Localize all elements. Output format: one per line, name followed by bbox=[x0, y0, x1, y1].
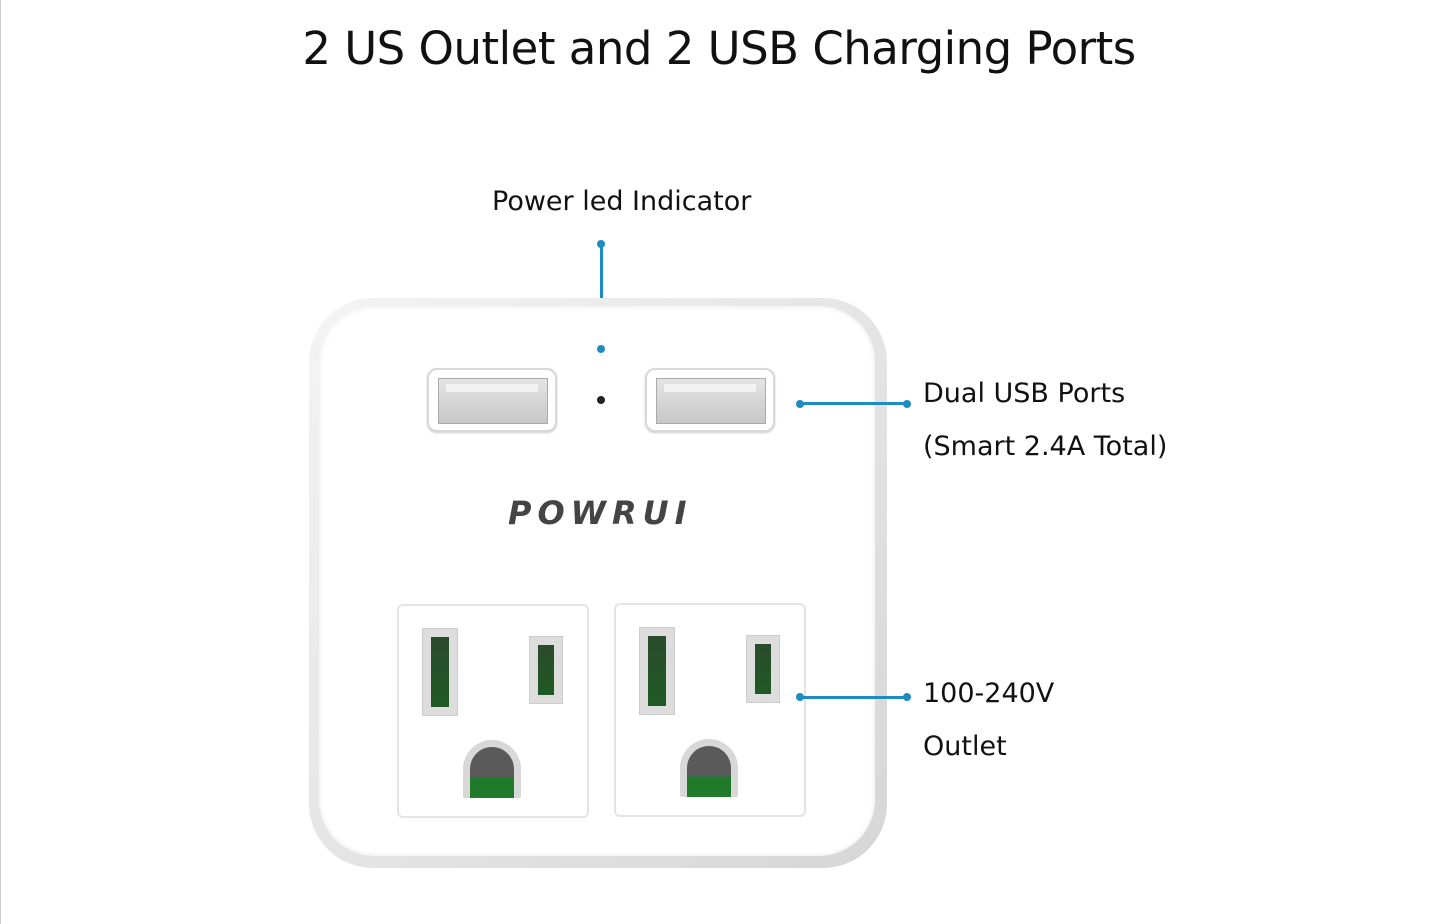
leader-dot bbox=[903, 400, 911, 408]
outlet-voltage-label: 100-240V bbox=[923, 678, 1055, 709]
usb-label: Dual USB Ports bbox=[923, 378, 1126, 409]
leader-dot bbox=[903, 693, 911, 701]
ac-outlet-right bbox=[614, 603, 806, 817]
power-led bbox=[597, 396, 605, 404]
page-title: 2 US Outlet and 2 USB Charging Ports bbox=[302, 22, 1136, 75]
outlet-leader-line bbox=[800, 696, 906, 699]
brand-logo: POWRUI bbox=[508, 494, 693, 532]
usb-port-right bbox=[645, 368, 775, 432]
ac-outlet-left bbox=[397, 604, 589, 818]
led-leader-line bbox=[600, 244, 603, 349]
leader-dot bbox=[597, 345, 605, 353]
usb-leader-line bbox=[800, 402, 906, 405]
led-indicator-label: Power led Indicator bbox=[492, 186, 752, 217]
usb-port-left bbox=[427, 368, 557, 432]
usb-sublabel: (Smart 2.4A Total) bbox=[923, 431, 1168, 462]
outlet-label: Outlet bbox=[923, 731, 1007, 762]
